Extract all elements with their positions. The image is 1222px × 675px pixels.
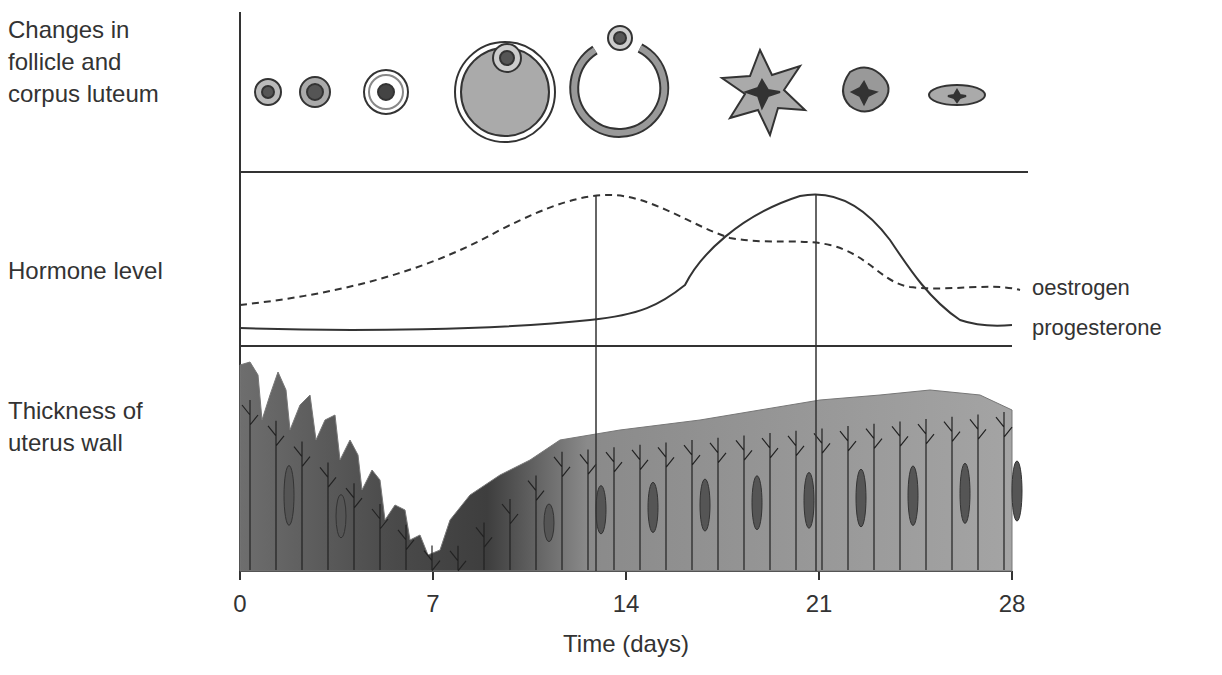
vessel	[476, 522, 492, 570]
vessel	[580, 449, 596, 570]
ovulation-marker	[595, 196, 597, 571]
ticks	[240, 571, 1012, 580]
vessel	[398, 525, 414, 570]
vessel	[268, 421, 284, 570]
vessel	[684, 440, 700, 570]
vessel	[840, 426, 856, 570]
blood-vessels	[242, 400, 1022, 571]
gland	[700, 479, 710, 531]
row-label: Changes in follicle and corpus luteum	[8, 14, 188, 110]
gland	[544, 504, 554, 542]
follicle-sequence	[255, 26, 985, 142]
gland	[648, 482, 658, 532]
vessel	[944, 417, 960, 570]
vessel	[528, 476, 544, 570]
vessel	[294, 442, 310, 570]
tick-label: 21	[789, 588, 849, 620]
gland	[336, 495, 346, 538]
tick-label: 14	[596, 588, 656, 620]
tick-label: 28	[982, 588, 1042, 620]
gland	[908, 466, 918, 525]
vessel	[606, 447, 622, 570]
gland	[804, 473, 814, 529]
vessel	[710, 438, 726, 570]
vessel	[372, 504, 388, 570]
vessel	[736, 435, 752, 570]
vessel	[788, 431, 804, 570]
curve-label: oestrogen	[1032, 272, 1212, 304]
vessel	[450, 546, 466, 571]
vessel	[346, 483, 362, 570]
vessel	[892, 421, 908, 570]
gland	[960, 463, 970, 523]
divider	[240, 345, 1012, 347]
vessel	[242, 400, 258, 570]
vessel	[762, 433, 778, 570]
gland	[596, 486, 606, 534]
curve-label: progesterone	[1032, 312, 1212, 344]
vessel	[424, 546, 440, 571]
uterus-wall	[240, 362, 1012, 571]
divider	[240, 171, 1028, 173]
gland	[1012, 461, 1022, 521]
vessel	[970, 414, 986, 570]
gland	[856, 469, 866, 527]
row-label: Thickness of uterus wall	[8, 395, 168, 459]
tick-label: 0	[210, 588, 270, 620]
vessel	[320, 462, 336, 570]
vessel	[918, 419, 934, 570]
vessel	[632, 445, 648, 570]
vessel	[502, 499, 518, 570]
axis-title: Time (days)	[516, 628, 736, 660]
row-label: Hormone level	[8, 255, 223, 287]
gland	[752, 476, 762, 530]
peak-marker	[815, 194, 817, 571]
progesterone-curve	[240, 194, 1012, 330]
vessel	[996, 412, 1012, 570]
oestrogen-curve	[240, 195, 1020, 305]
tick-label: 7	[403, 588, 463, 620]
vessel	[866, 424, 882, 570]
gland	[284, 466, 294, 526]
vessel	[554, 452, 570, 570]
vessel	[658, 442, 674, 570]
